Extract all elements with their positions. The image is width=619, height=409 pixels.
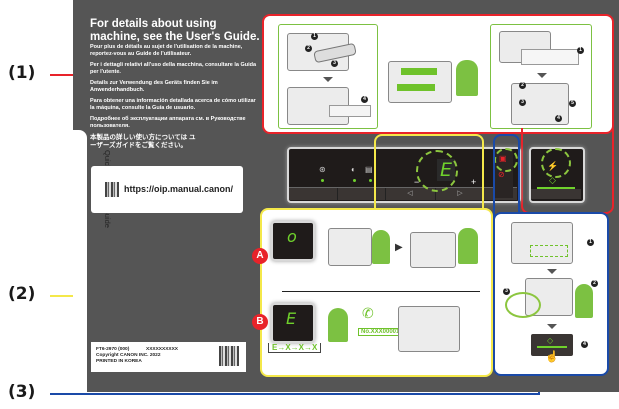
step-badge: 3 (331, 60, 338, 67)
density-icon: ⊛ (319, 165, 326, 174)
copy-id-icon: ▤ (365, 165, 373, 174)
service-number: No.XXX00001 (358, 328, 403, 336)
serial-placeholder: XXXXXXXXXX (146, 347, 178, 352)
tray-highlight (530, 245, 568, 257)
jam-steps-right-box: 1 2 3 4 5 (490, 24, 592, 129)
toner-error-icon: ⊘ (498, 170, 505, 179)
step-badge: 4 (361, 96, 368, 103)
callout-3-label: (3) (8, 382, 36, 402)
person-surprised-illustration (456, 60, 478, 96)
divider (282, 291, 480, 292)
section-3-paper-load: 1 3 2 ◇ ☝ 4 (493, 212, 609, 376)
section-2-error-codes: o A ▶ E B E→X→X→X ✆ No.XXX00001 (252, 208, 493, 377)
step-badge: 2 (591, 280, 598, 287)
start-indicator (537, 346, 567, 348)
datamatrix-code-icon (219, 346, 239, 366)
callout-1-label: (1) (8, 63, 36, 83)
arrow-right-icon: ▶ (395, 242, 403, 253)
arrow-down-icon (547, 269, 557, 274)
mini-panel-b: E (271, 303, 315, 343)
jam-steps-left-box: 1 2 3 4 (278, 24, 378, 129)
status-led (321, 179, 324, 182)
start-indicator (537, 187, 575, 189)
error-sequence: E→X→X→X (268, 343, 322, 353)
callout-2-label: (2) (8, 284, 36, 304)
person-illustration (458, 228, 478, 264)
cover-text-ru: Подробнее об эксплуатации аппарата см. в… (90, 116, 246, 129)
plus-label: + (471, 177, 477, 187)
cover-headline: For details about using machine, see the… (90, 18, 260, 43)
step-badge: 5 (569, 100, 576, 107)
jam-indicator-highlight-circle (541, 148, 571, 178)
section-3-frame-top (493, 134, 520, 218)
jammed-paper-illustration (521, 49, 579, 65)
case-a-badge: A (252, 248, 268, 264)
spine-tab (73, 130, 87, 392)
jam-area-front-highlight (397, 84, 435, 91)
step-badge: 3 (503, 288, 510, 295)
cover-text-de: Details zur Verwendung des Geräts finden… (90, 80, 218, 93)
section-2-frame-top (374, 134, 484, 216)
mini-panel-a: o (271, 221, 315, 261)
start-icon: ◇ (549, 175, 556, 185)
person-illustration (575, 284, 593, 318)
arrow-down-icon (547, 324, 557, 329)
printer-tray-illustration (511, 222, 573, 264)
step-badge: 1 (587, 239, 594, 246)
display-highlight-circle (416, 150, 458, 192)
printed-in-line: PRINTED IN KOREA (96, 359, 142, 364)
callout-3-leader (50, 393, 540, 395)
manual-url[interactable]: https://oip.manual.canon/ (124, 184, 234, 194)
step-badge: 4 (581, 341, 588, 348)
printer-illustration (388, 61, 452, 103)
copyright-line: Copyright CANON INC. 2022 (96, 353, 161, 358)
copyright-box: FT6-2970 (000) XXXXXXXXXX Copyright CANO… (91, 342, 246, 372)
qr-code-icon (105, 182, 119, 197)
status-led (353, 179, 356, 182)
section-1-paper-jam: 1 2 3 4 1 2 3 4 5 (262, 14, 614, 134)
press-hand-icon: ☝ (545, 351, 559, 363)
jammed-paper-illustration (329, 105, 371, 117)
manual-url-box[interactable]: https://oip.manual.canon/ (91, 166, 243, 213)
cover-text-fr: Pour plus de détails au sujet de l'utili… (90, 44, 243, 57)
phone-icon: ✆ (362, 305, 374, 321)
right-arrow-button[interactable]: ▷ (457, 190, 463, 197)
product-code: FT6-2970 (000) (96, 347, 130, 352)
step-badge: 1 (577, 47, 584, 54)
printer-closed-illustration (410, 232, 456, 268)
step-badge: 2 (305, 45, 312, 52)
printer-illustration (398, 306, 460, 352)
arrow-down-icon (537, 73, 547, 78)
display-character: o (287, 227, 297, 246)
error-highlight-circle (494, 148, 518, 172)
panel-button[interactable] (289, 188, 338, 200)
step-badge: 3 (519, 99, 526, 106)
contrast-icon: ◐ (351, 165, 356, 174)
start-button[interactable] (531, 189, 581, 199)
panel-button[interactable] (337, 188, 386, 200)
cover-text-ja: 本製品の詳しい使い方については ユーザーズガイドをご覧ください。 (90, 134, 196, 149)
support-agent-illustration (328, 308, 348, 342)
paper-guide-zoom (505, 292, 541, 318)
minus-label: − (414, 177, 420, 187)
status-led (369, 179, 372, 182)
step-badge: 2 (519, 82, 526, 89)
start-button-illustration: ◇ (531, 334, 573, 356)
cover-text-es: Para obtener una información detallada a… (90, 98, 256, 111)
left-arrow-button[interactable]: ◁ (385, 188, 436, 200)
cover-text-it: Per i dettagli relativi all'uso della ma… (90, 62, 257, 75)
start-icon: ◇ (547, 336, 554, 345)
panel-button-row: ◁ ▷ (289, 187, 517, 200)
step-badge: 4 (555, 115, 562, 122)
person-illustration (372, 230, 390, 264)
display-character: E (286, 309, 297, 328)
printer-open-illustration (328, 228, 372, 266)
step-badge: 1 (311, 33, 318, 40)
case-b-badge: B (252, 314, 268, 330)
jam-area-top-highlight (401, 68, 437, 75)
arrow-down-icon (323, 77, 333, 82)
